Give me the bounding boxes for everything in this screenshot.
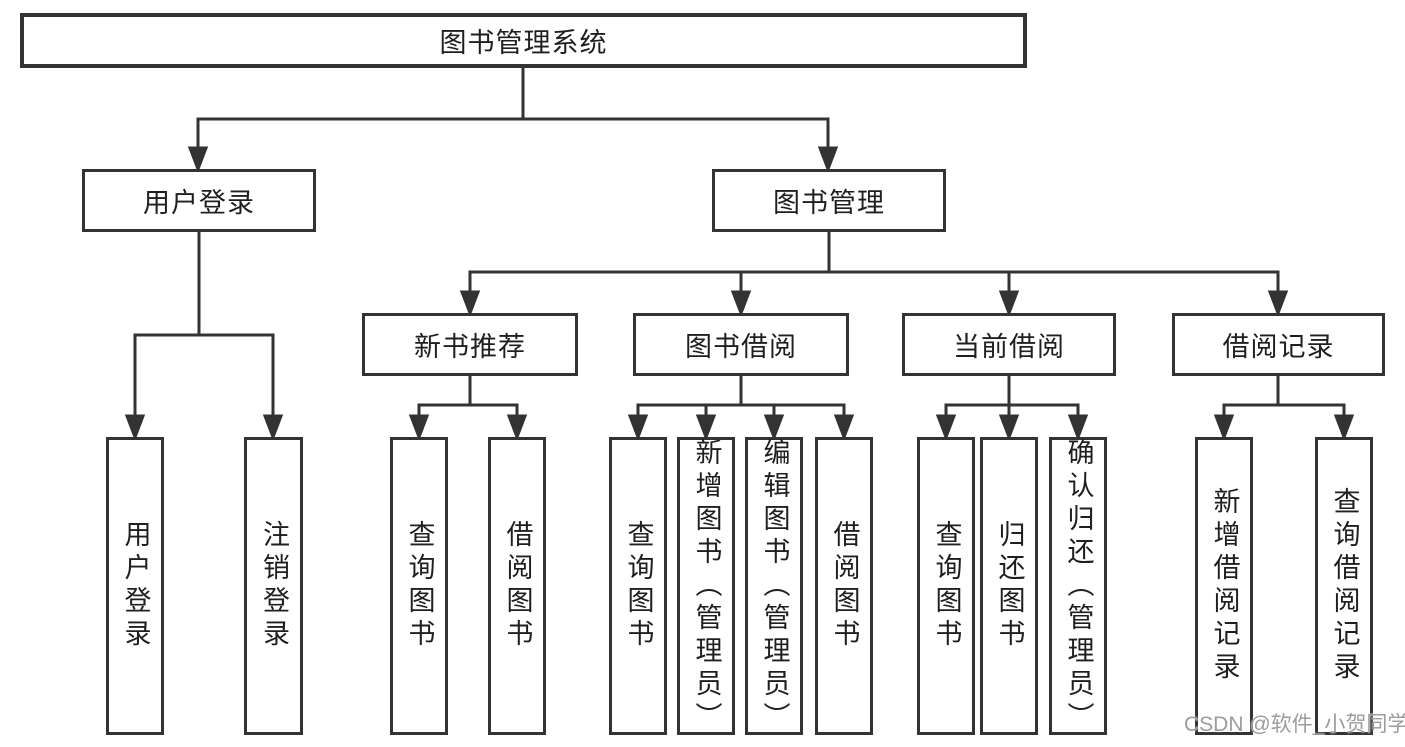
leaf-label: 查询图书 [404,520,435,652]
node-borrow-record: 借阅记录 [1172,313,1385,376]
node-label: 图书管理系统 [439,28,608,58]
leaf-label: 用户登录 [120,520,151,652]
csdn-watermark: CSDN @软件_小贺同学 [1184,713,1405,736]
leaf-label: 编辑图书（管理员） [759,437,790,735]
node-library-management-system: 图书管理系统 [20,13,1027,68]
leaf-record-query-borrow-record: 查询借阅记录 [1315,437,1373,735]
leaf-current-return-book: 归还图书 [980,437,1038,735]
leaf-label: 借阅图书 [502,520,533,652]
leaf-record-add-borrow-record: 新增借阅记录 [1195,437,1253,735]
leaf-label: 查询图书 [623,520,654,652]
leaf-borrow-query-book: 查询图书 [609,437,667,735]
leaf-borrow-add-book-admin: 新增图书（管理员） [677,437,735,735]
leaf-logout: 注销登录 [244,437,303,735]
leaf-label: 查询借阅记录 [1329,487,1360,685]
leaf-current-confirm-return-admin: 确认归还（管理员） [1049,437,1107,735]
node-label: 用户登录 [143,188,255,218]
node-book-management: 图书管理 [712,169,946,232]
leaf-borrow-edit-book-admin: 编辑图书（管理员） [745,437,803,735]
leaf-label: 归还图书 [994,520,1025,652]
node-label: 图书管理 [773,188,885,218]
node-user-login: 用户登录 [82,169,316,232]
leaf-label: 确认归还（管理员） [1063,437,1094,735]
leaf-current-query-book: 查询图书 [917,437,975,735]
node-label: 借阅记录 [1222,332,1335,362]
leaf-newbook-borrow-book: 借阅图书 [488,437,546,735]
leaf-borrow-borrow-book: 借阅图书 [815,437,873,735]
leaf-label: 新增借阅记录 [1209,487,1240,685]
leaf-label: 查询图书 [931,520,962,652]
leaf-label: 注销登录 [259,520,289,652]
leaf-newbook-query-book: 查询图书 [390,437,448,735]
node-new-book-recommend: 新书推荐 [362,313,578,376]
node-label: 新书推荐 [414,332,526,362]
leaf-label: 借阅图书 [829,520,860,652]
node-current-borrow: 当前借阅 [902,313,1116,376]
node-label: 当前借阅 [953,332,1065,362]
node-book-borrow: 图书借阅 [633,313,849,376]
node-label: 图书借阅 [685,332,797,362]
leaf-label: 新增图书（管理员） [691,437,722,735]
leaf-user-login: 用户登录 [106,437,164,735]
